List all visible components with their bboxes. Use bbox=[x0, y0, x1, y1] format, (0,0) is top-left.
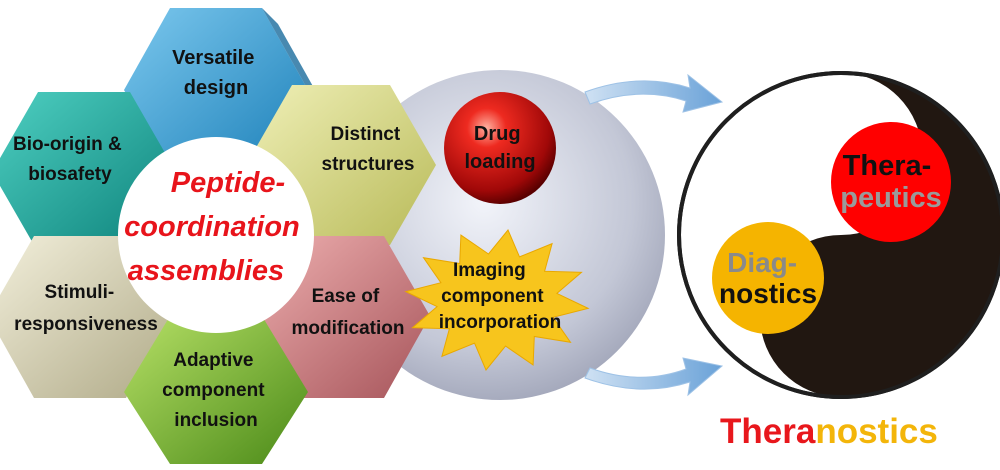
svg-text:Bio-origin & biosafety: Bio-origin & biosafety bbox=[13, 134, 127, 185]
hexagon-adaptive: Adaptive component inclusion bbox=[124, 316, 308, 464]
ease-line-2: modification bbox=[292, 318, 405, 339]
arrow-top bbox=[584, 73, 724, 113]
title-part-1: Thera bbox=[720, 412, 816, 451]
adaptive-line-1: Adaptive bbox=[173, 350, 253, 371]
adaptive-line-2: component bbox=[162, 380, 265, 401]
ease-line-1: Ease of bbox=[312, 286, 380, 307]
drug-line-1: Drug bbox=[474, 123, 521, 145]
svg-text:Distinct structures: Distinct structures bbox=[322, 124, 415, 175]
svg-text:Ease of modification: Ease of modification bbox=[292, 286, 405, 339]
adaptive-line-3: inclusion bbox=[174, 410, 257, 431]
diagnostics-part-1: Diag- bbox=[727, 247, 797, 278]
center-line-3: assemblies bbox=[128, 255, 284, 287]
imaging-line-1: Imaging bbox=[453, 260, 526, 281]
stimuli-line-2: responsiveness bbox=[14, 314, 158, 335]
title-part-2: nostics bbox=[815, 412, 938, 451]
svg-text:Peptide- coordination: Peptide- coordination assemblies bbox=[124, 167, 308, 287]
imaging-starburst bbox=[404, 229, 590, 371]
svg-text:Adaptive component: Adaptive component inclusion bbox=[162, 350, 270, 431]
svg-text:Stimuli- responsiveness: Stimuli- responsiveness bbox=[14, 282, 158, 335]
versatile-line-1: Versatile bbox=[172, 47, 254, 69]
diagnostics-circle bbox=[712, 222, 824, 334]
svg-text:Thera- peutics: Thera- peutics bbox=[840, 150, 942, 214]
center-circle bbox=[118, 137, 314, 333]
theranostics-title: Theranostics bbox=[720, 412, 1000, 462]
svg-text:Drug loading: Drug loading bbox=[464, 123, 535, 173]
drug-line-2: loading bbox=[464, 151, 535, 173]
versatile-line-2: design bbox=[184, 77, 248, 99]
stimuli-line-1: Stimuli- bbox=[45, 282, 115, 303]
imaging-line-3: incorporation bbox=[439, 312, 561, 333]
bio-line-1: Bio-origin & bbox=[13, 134, 122, 155]
svg-text:Versatile design: Versatile design bbox=[172, 47, 260, 99]
imaging-line-2: component bbox=[441, 286, 544, 307]
distinct-line-1: Distinct bbox=[331, 124, 401, 145]
arrow-bottom bbox=[584, 357, 724, 397]
center-line-1: Peptide- bbox=[171, 167, 285, 199]
hexagon-versatile: Versatile design bbox=[124, 8, 324, 172]
therapeutics-part-2: peutics bbox=[840, 182, 942, 214]
drug-sphere bbox=[444, 92, 556, 204]
yin-yang bbox=[677, 71, 1000, 399]
svg-text:Imaging component inco: Imaging component incorporation bbox=[439, 260, 561, 333]
svg-text:Diag- nostics: Diag- nostics bbox=[719, 247, 817, 309]
distinct-line-2: structures bbox=[322, 154, 415, 175]
diagnostics-part-2: nostics bbox=[719, 278, 817, 309]
center-line-2: coordination bbox=[124, 211, 300, 243]
therapeutics-part-1: Thera- bbox=[843, 150, 932, 182]
therapeutics-circle bbox=[831, 122, 951, 242]
bio-line-2: biosafety bbox=[28, 164, 112, 185]
